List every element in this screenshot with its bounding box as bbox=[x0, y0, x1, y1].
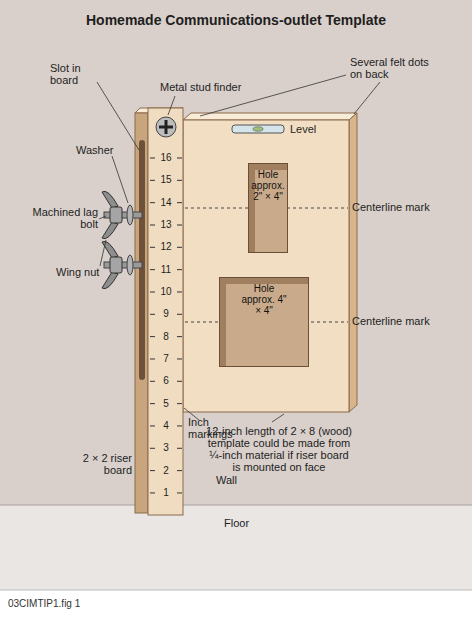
area-label: Wall bbox=[216, 474, 237, 486]
level-bubble bbox=[253, 127, 263, 131]
ruler-number: 9 bbox=[150, 308, 182, 320]
callout-label: Metal stud finder bbox=[160, 81, 241, 93]
caption-rule bbox=[0, 590, 472, 591]
ruler-number: 7 bbox=[150, 353, 182, 365]
stud-finder bbox=[156, 117, 176, 137]
caption-strip bbox=[0, 590, 472, 640]
stud-finder-cross bbox=[159, 120, 173, 134]
ruler-number: 10 bbox=[150, 286, 182, 298]
title: Homemade Communications-outlet Template bbox=[0, 12, 472, 28]
ruler-number: 2 bbox=[150, 465, 182, 477]
hole: Hole approx. 4" × 4" bbox=[219, 277, 309, 367]
area-label: Floor bbox=[224, 517, 249, 529]
ruler-number: 5 bbox=[150, 398, 182, 410]
slot bbox=[139, 140, 145, 380]
lag-bolt bbox=[102, 191, 142, 238]
board-top bbox=[183, 113, 357, 120]
ruler-number: 15 bbox=[150, 174, 182, 186]
note: 12-inch length of 2 × 8 (wood) template … bbox=[206, 425, 352, 473]
ruler-number: 4 bbox=[150, 420, 182, 432]
ruler-number: 8 bbox=[150, 331, 182, 343]
callout-label: Centerline mark bbox=[352, 315, 430, 327]
template-board bbox=[183, 120, 349, 412]
ruler-number: 16 bbox=[150, 152, 182, 164]
lag-bolt bbox=[102, 241, 142, 288]
level bbox=[232, 125, 284, 133]
leader-lines bbox=[97, 75, 380, 422]
riser-side bbox=[135, 113, 148, 513]
callout-label: Washer bbox=[76, 144, 114, 156]
ruler-number: 6 bbox=[150, 375, 182, 387]
callout-label: Level bbox=[290, 123, 316, 135]
callout-label: Slot in board bbox=[50, 62, 98, 86]
callout-label: Machined lag bolt bbox=[26, 206, 98, 230]
ruler-number: 1 bbox=[150, 487, 182, 499]
hole: Hole approx. 2" × 4" bbox=[248, 163, 288, 253]
ruler-number: 11 bbox=[150, 264, 182, 276]
board-side bbox=[349, 113, 357, 412]
floor-line bbox=[0, 505, 472, 506]
caption: 03CIMTIP1.fig 1 bbox=[8, 598, 80, 610]
hole-label: Hole approx. 2" × 4" bbox=[251, 169, 285, 202]
callout-label: Centerline mark bbox=[352, 201, 430, 213]
floor bbox=[0, 505, 472, 590]
riser-board bbox=[148, 108, 183, 515]
ruler-number: 13 bbox=[150, 219, 182, 231]
ruler-number: 14 bbox=[150, 197, 182, 209]
hole-label: Hole approx. 4" × 4" bbox=[241, 283, 287, 316]
callout-label: 2 × 2 riser board bbox=[66, 452, 132, 476]
callout-label: Wing nut bbox=[56, 266, 99, 278]
callout-label: Several felt dots on back bbox=[350, 56, 430, 80]
ruler-number: 3 bbox=[150, 442, 182, 454]
ruler-ticks bbox=[150, 158, 182, 493]
wall bbox=[0, 0, 472, 505]
ruler-number: 12 bbox=[150, 241, 182, 253]
